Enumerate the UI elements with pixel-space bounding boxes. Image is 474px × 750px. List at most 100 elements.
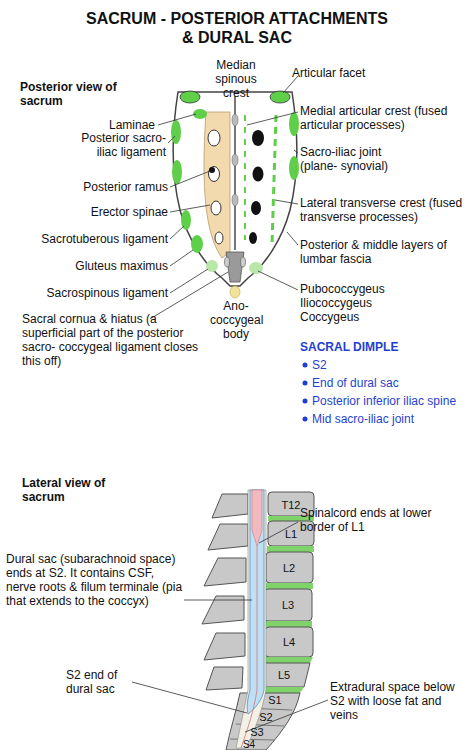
leader-line <box>170 226 184 239</box>
part-label: Median spinous crest <box>208 58 264 100</box>
part-label: Lateral transverse crest (fused transver… <box>300 196 465 224</box>
leader-line <box>170 250 193 266</box>
part-label: Posterior sacro- iliac ligament <box>58 131 166 159</box>
foramen <box>249 232 257 244</box>
part-label: Posterior & middle layers of lumbar fasc… <box>300 238 460 266</box>
bullet-text: Posterior inferior iliac spine <box>312 394 472 408</box>
bullet <box>303 399 308 404</box>
spinous-tubercle <box>232 114 238 126</box>
spinous-tubercle <box>232 154 238 166</box>
part-label: Medial articular crest (fused articular … <box>300 104 455 132</box>
spinous-process <box>208 524 248 550</box>
vertebra-label: L5 <box>278 669 290 682</box>
part-label: Sacro-iliac joint (plane- synovial) <box>300 145 402 173</box>
leader-line <box>247 112 298 125</box>
vertebra-label: L3 <box>282 599 294 612</box>
intervertebral-disc <box>263 657 313 663</box>
leader-line <box>158 114 196 125</box>
vertebra-label: S2 <box>259 711 272 724</box>
note-heading: SACRAL DIMPLE <box>300 340 398 354</box>
filum-terminale <box>241 546 257 748</box>
leader-line <box>294 150 298 153</box>
spinous-process <box>204 558 246 586</box>
foramen <box>208 130 220 146</box>
note-text: Dural sac (subarachnoid space) ends at S… <box>6 552 184 609</box>
lateral-crest-stripe <box>272 115 276 245</box>
spinal-cord <box>252 490 262 546</box>
leader-line <box>258 271 298 290</box>
vertebral-body <box>264 589 312 621</box>
foramen <box>211 201 221 215</box>
sacrospinous-patch <box>206 260 218 272</box>
sacral-cornu <box>241 257 246 267</box>
intervertebral-disc <box>264 621 312 627</box>
sacrum-outline <box>173 92 297 286</box>
bullet <box>303 363 308 368</box>
part-label: Gluteus maximus <box>20 259 168 273</box>
part-label: Laminae <box>60 118 155 132</box>
leader-line <box>287 232 298 245</box>
bullet-text: Mid sacro-iliac joint <box>312 412 462 426</box>
diagram-title: SACRUM - POSTERIOR ATTACHMENTS & DURAL S… <box>81 10 393 48</box>
part-label: Sacrospinous ligament <box>20 286 168 300</box>
sacral-cornu <box>225 257 230 267</box>
leader-line <box>170 205 210 212</box>
leader-line <box>259 522 298 543</box>
vertebra-label: L1 <box>285 528 297 541</box>
posterior-ramus <box>209 167 215 173</box>
spinous-process <box>204 633 245 660</box>
leader-line <box>132 682 247 713</box>
note-text: Extradural space below S2 with loose fat… <box>330 680 470 722</box>
leader-line <box>184 600 252 601</box>
ligament-patch <box>289 112 299 136</box>
ano-coccygeal-body <box>230 286 240 298</box>
bullet-text: S2 <box>312 358 462 372</box>
bullet <box>303 381 308 386</box>
vertebral-body <box>266 552 313 583</box>
part-label: Ano- coccygeal body <box>210 299 262 341</box>
intervertebral-disc <box>267 546 314 552</box>
vertebra-label: L2 <box>283 562 295 575</box>
intervertebral-disc <box>265 583 313 589</box>
note-text: Spinalcord ends at lower border of L1 <box>300 506 450 534</box>
posterior-sacrum <box>171 91 299 298</box>
vertebra-label: S1 <box>268 694 281 707</box>
articular-facet <box>270 91 290 103</box>
part-label: Posterior ramus <box>40 180 168 194</box>
vertebral-body <box>265 627 313 657</box>
foramen <box>252 130 264 146</box>
bullet-text: End of dural sac <box>312 376 462 390</box>
sacral-hiatus <box>226 252 244 282</box>
view-heading: Lateral view of sacrum <box>22 476 117 504</box>
vertebra-label: S4 <box>243 739 255 750</box>
foramen <box>215 232 223 244</box>
leader-line <box>275 200 298 204</box>
vertebra-label: L4 <box>283 636 295 649</box>
bullet <box>303 417 308 422</box>
leader-line <box>170 269 208 293</box>
part-label: Erector spinae <box>40 205 168 219</box>
leader-line <box>168 136 175 143</box>
vertebral-body <box>260 663 310 687</box>
foramen <box>251 201 261 215</box>
part-label: Sacrotuberous ligament <box>20 232 168 246</box>
leader-lines <box>150 76 298 319</box>
erector-spinae-area <box>204 112 230 258</box>
ligament-patch <box>289 156 299 180</box>
lateral-spine <box>202 490 314 750</box>
part-label: Pubococcygeus Iliococcygeus Coccygeus <box>300 282 388 324</box>
foramen <box>253 167 264 182</box>
vertebra-label: S3 <box>250 726 263 739</box>
ligament-patch <box>171 120 181 144</box>
vertebra-label: T12 <box>282 499 301 512</box>
spinous-process <box>212 494 248 518</box>
ligament-patch <box>172 160 182 184</box>
note-text: Sacral cornua & hiatus (a superficial pa… <box>22 312 202 369</box>
bullet-list <box>303 363 308 422</box>
part-label: Articular facet <box>292 66 412 80</box>
vertebral-canal <box>236 490 266 748</box>
medial-crest-stripe <box>244 115 246 240</box>
spinous-tubercle <box>232 194 238 206</box>
dural-sac <box>247 490 264 714</box>
